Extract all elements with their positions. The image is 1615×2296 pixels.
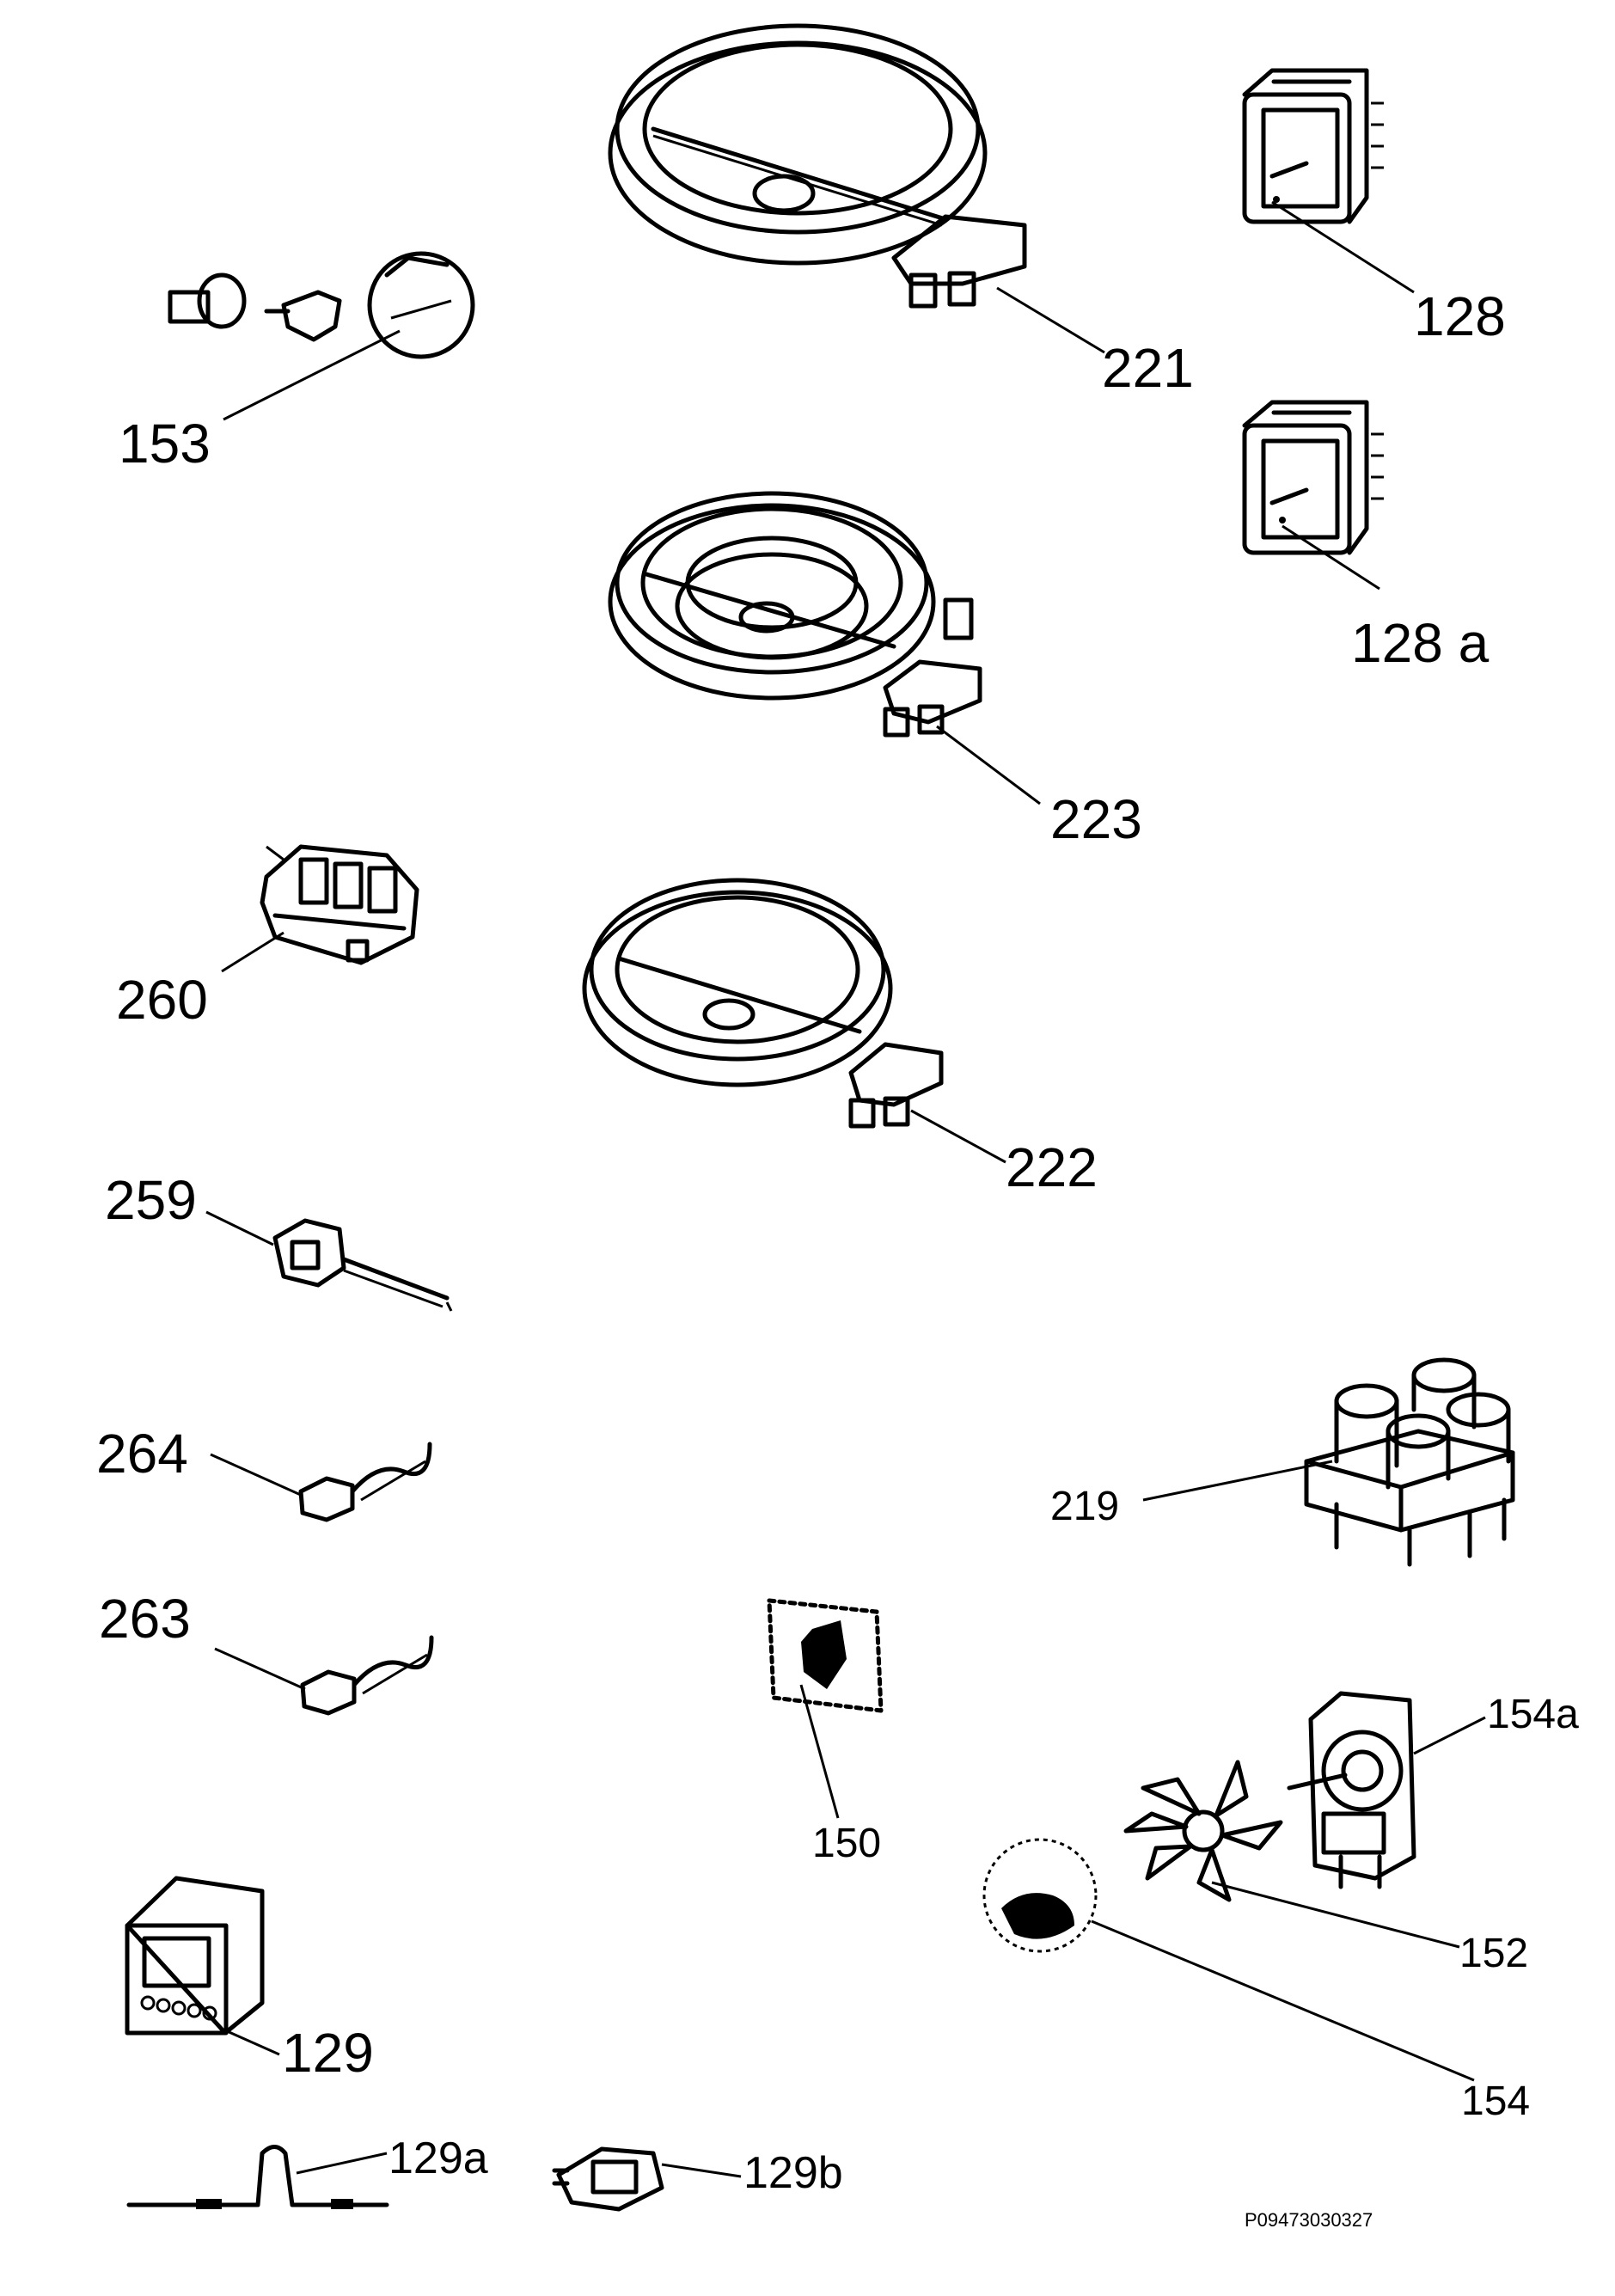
fan-motor-150	[1287, 1691, 1416, 1889]
mica-plate-154a	[767, 1598, 884, 1713]
label-154a: 150	[812, 1821, 881, 1866]
selector-switch-260	[260, 844, 419, 965]
reference-code: P09473030327	[1245, 2209, 1373, 2231]
label-129: 129	[282, 2022, 374, 2084]
energy-regulator-128	[1242, 68, 1384, 224]
oven-lamp-153	[168, 251, 475, 359]
thermostat-259	[272, 1218, 453, 1312]
label-221: 221	[1102, 337, 1194, 399]
sensor-264	[298, 1442, 432, 1522]
hotplate-221	[608, 23, 1027, 309]
wire-129a	[126, 2145, 389, 2209]
label-128: 128	[1414, 285, 1506, 347]
label-129a: 129a	[388, 2134, 488, 2183]
label-264: 264	[96, 1423, 188, 1485]
label-128a: 128 a	[1351, 612, 1490, 674]
label-129b: 129b	[743, 2148, 843, 2198]
label-222: 222	[1006, 1136, 1098, 1198]
connector-129b	[552, 2146, 664, 2212]
label-259: 259	[105, 1169, 197, 1231]
label-263: 263	[99, 1588, 191, 1650]
fan-blade-152	[1123, 1760, 1283, 1902]
label-150: 154a	[1487, 1692, 1579, 1737]
sensor-263	[300, 1635, 434, 1716]
electronic-timer-129	[125, 1876, 265, 2036]
label-153: 153	[119, 413, 211, 475]
fan-cover-154	[982, 1838, 1098, 1953]
energy-regulator-128a	[1242, 400, 1384, 555]
label-260: 260	[116, 969, 208, 1031]
capacitor-block-219	[1304, 1357, 1515, 1567]
hotplate-222	[582, 878, 944, 1129]
label-152: 152	[1459, 1931, 1528, 1976]
label-154: 154	[1461, 2079, 1530, 2124]
hotplate-223	[608, 491, 982, 738]
label-219: 219	[1050, 1484, 1119, 1529]
label-223: 223	[1050, 788, 1142, 850]
